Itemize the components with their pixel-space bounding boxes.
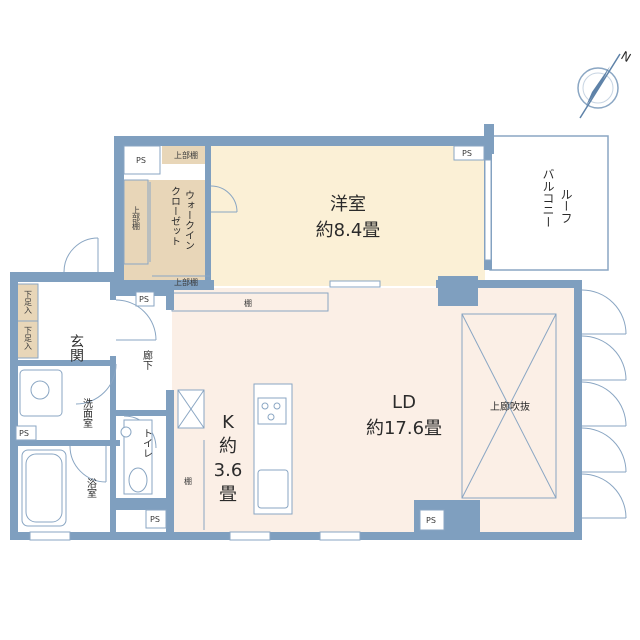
shoe-box-label-2: 下足入 — [24, 326, 33, 350]
balcony-label-2: バルコニー — [541, 168, 555, 228]
ld-size: 約17.6畳 — [366, 418, 442, 439]
north-label: N — [619, 48, 634, 65]
kitchen-counter — [177, 383, 293, 530]
upper-shelf-label-left: 上部棚 — [132, 206, 141, 231]
ps-boxes — [15, 145, 485, 531]
ps-label-1: PS — [136, 156, 146, 165]
windows — [29, 159, 492, 541]
ld-name: LD — [392, 392, 416, 413]
closet-label-1: ウォークイン — [183, 190, 195, 250]
kitchen-k: K — [222, 412, 235, 433]
bath-label: 浴室 — [85, 478, 97, 498]
upper-shelf-label-top: 上部棚 — [174, 150, 198, 160]
shelf-label-kitchen: 棚 — [184, 476, 192, 486]
ps-label-2: PS — [462, 149, 472, 158]
balcony-label-1: ルーフ — [559, 188, 573, 224]
ps-label-5: PS — [150, 515, 160, 524]
kitchen-num: 3.6 — [214, 460, 243, 481]
ps-label-4: PS — [19, 429, 29, 438]
void-area — [461, 313, 557, 499]
door-swings — [63, 185, 627, 519]
closet-upper-shelf-left — [123, 179, 149, 265]
western-room-floor — [210, 146, 485, 286]
kitchen-yaku: 約 — [219, 436, 237, 457]
ps-label-3: PS — [139, 295, 149, 304]
western-room-name: 洋室 — [330, 194, 366, 215]
void-label: 上廊吹抜 — [490, 400, 530, 413]
living-floor — [172, 288, 578, 532]
shelf-label-top: 棚 — [244, 298, 252, 308]
compass-icon — [577, 53, 621, 119]
washroom-label: 洗面室 — [81, 398, 93, 428]
closet-label-2: クローゼット — [169, 186, 181, 246]
shoe-box-label-1: 下足入 — [24, 290, 33, 314]
entrance-label: 玄関 — [68, 333, 84, 363]
toilet-label: トイレ — [141, 428, 153, 458]
upper-shelf-label-bottom: 上部棚 — [174, 277, 198, 287]
ps-label-6: PS — [426, 516, 436, 525]
roof-balcony — [489, 135, 609, 271]
corridor-label: 廊下 — [141, 349, 153, 371]
kitchen-jo: 畳 — [219, 484, 237, 505]
closet-upper-shelf-top — [162, 146, 210, 164]
bath-fixtures — [19, 369, 153, 527]
western-room-size: 約8.4畳 — [316, 220, 381, 241]
